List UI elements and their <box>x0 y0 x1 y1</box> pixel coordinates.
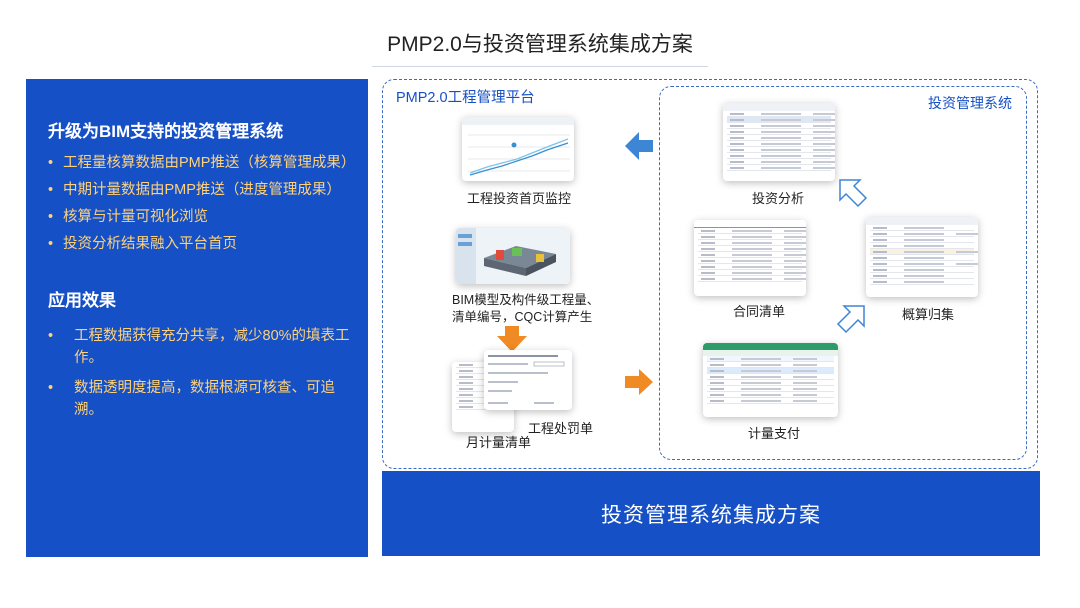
bim-model-thumbnail <box>456 228 570 284</box>
list-item: •中期计量数据由PMP推送（进度管理成果） <box>48 177 356 204</box>
down-arrow-icon <box>497 326 527 352</box>
monthly-caption: 月计量清单 <box>466 432 531 451</box>
upgrade-list: •工程量核算数据由PMP推送（核算管理成果） •中期计量数据由PMP推送（进度管… <box>48 150 356 258</box>
measurement-payment-thumbnail <box>703 343 838 417</box>
effect-heading: 应用效果 <box>48 286 356 311</box>
hollow-arrow-up-icon <box>838 178 868 208</box>
penalty-caption: 工程处罚单 <box>528 418 593 437</box>
home-monitor-thumbnail <box>462 117 574 181</box>
bullet-icon: • <box>48 377 53 399</box>
bullet-icon: • <box>48 204 53 231</box>
contract-caption: 合同清单 <box>733 301 785 320</box>
left-arrow-icon <box>625 132 653 160</box>
investment-analysis-thumbnail <box>723 103 835 181</box>
penalty-form-thumbnail <box>484 350 572 410</box>
contract-list-thumbnail <box>694 220 806 296</box>
bim-caption: BIM模型及构件级工程量、 清单编号，CQC计算产生 <box>452 292 602 326</box>
bim-model-image <box>456 228 570 284</box>
page-title: PMP2.0与投资管理系统集成方案 <box>0 28 1080 58</box>
list-item: •数据透明度提高，数据根源可核查、可追溯。 <box>48 377 356 421</box>
effect-list: •工程数据获得充分共享，减少80%的填表工作。 •数据透明度提高，数据根源可核查… <box>48 325 356 421</box>
platform-label: PMP2.0工程管理平台 <box>396 86 535 107</box>
form-image <box>484 350 572 410</box>
right-arrow-icon <box>625 369 653 395</box>
left-summary-panel: 升级为BIM支持的投资管理系统 •工程量核算数据由PMP推送（核算管理成果） •… <box>26 79 368 557</box>
title-underline <box>372 66 708 67</box>
upgrade-heading: 升级为BIM支持的投资管理系统 <box>48 117 356 142</box>
system-label: 投资管理系统 <box>928 93 1012 113</box>
list-item: •工程量核算数据由PMP推送（核算管理成果） <box>48 150 356 177</box>
list-item: •工程数据获得充分共享，减少80%的填表工作。 <box>48 325 356 369</box>
budget-collection-thumbnail <box>866 217 978 297</box>
home-monitor-caption: 工程投资首页监控 <box>454 188 584 207</box>
solution-banner: 投资管理系统集成方案 <box>382 471 1040 556</box>
budget-caption: 概算归集 <box>902 304 954 323</box>
payment-caption: 计量支付 <box>748 423 800 442</box>
bullet-icon: • <box>48 231 53 258</box>
bullet-icon: • <box>48 325 53 347</box>
analysis-caption: 投资分析 <box>752 188 804 207</box>
bullet-icon: • <box>48 150 53 177</box>
list-item: •核算与计量可视化浏览 <box>48 204 356 231</box>
hollow-arrow-down-icon <box>836 304 866 334</box>
line-chart-image <box>462 117 574 181</box>
bullet-icon: • <box>48 177 53 204</box>
list-item: •投资分析结果融入平台首页 <box>48 231 356 258</box>
